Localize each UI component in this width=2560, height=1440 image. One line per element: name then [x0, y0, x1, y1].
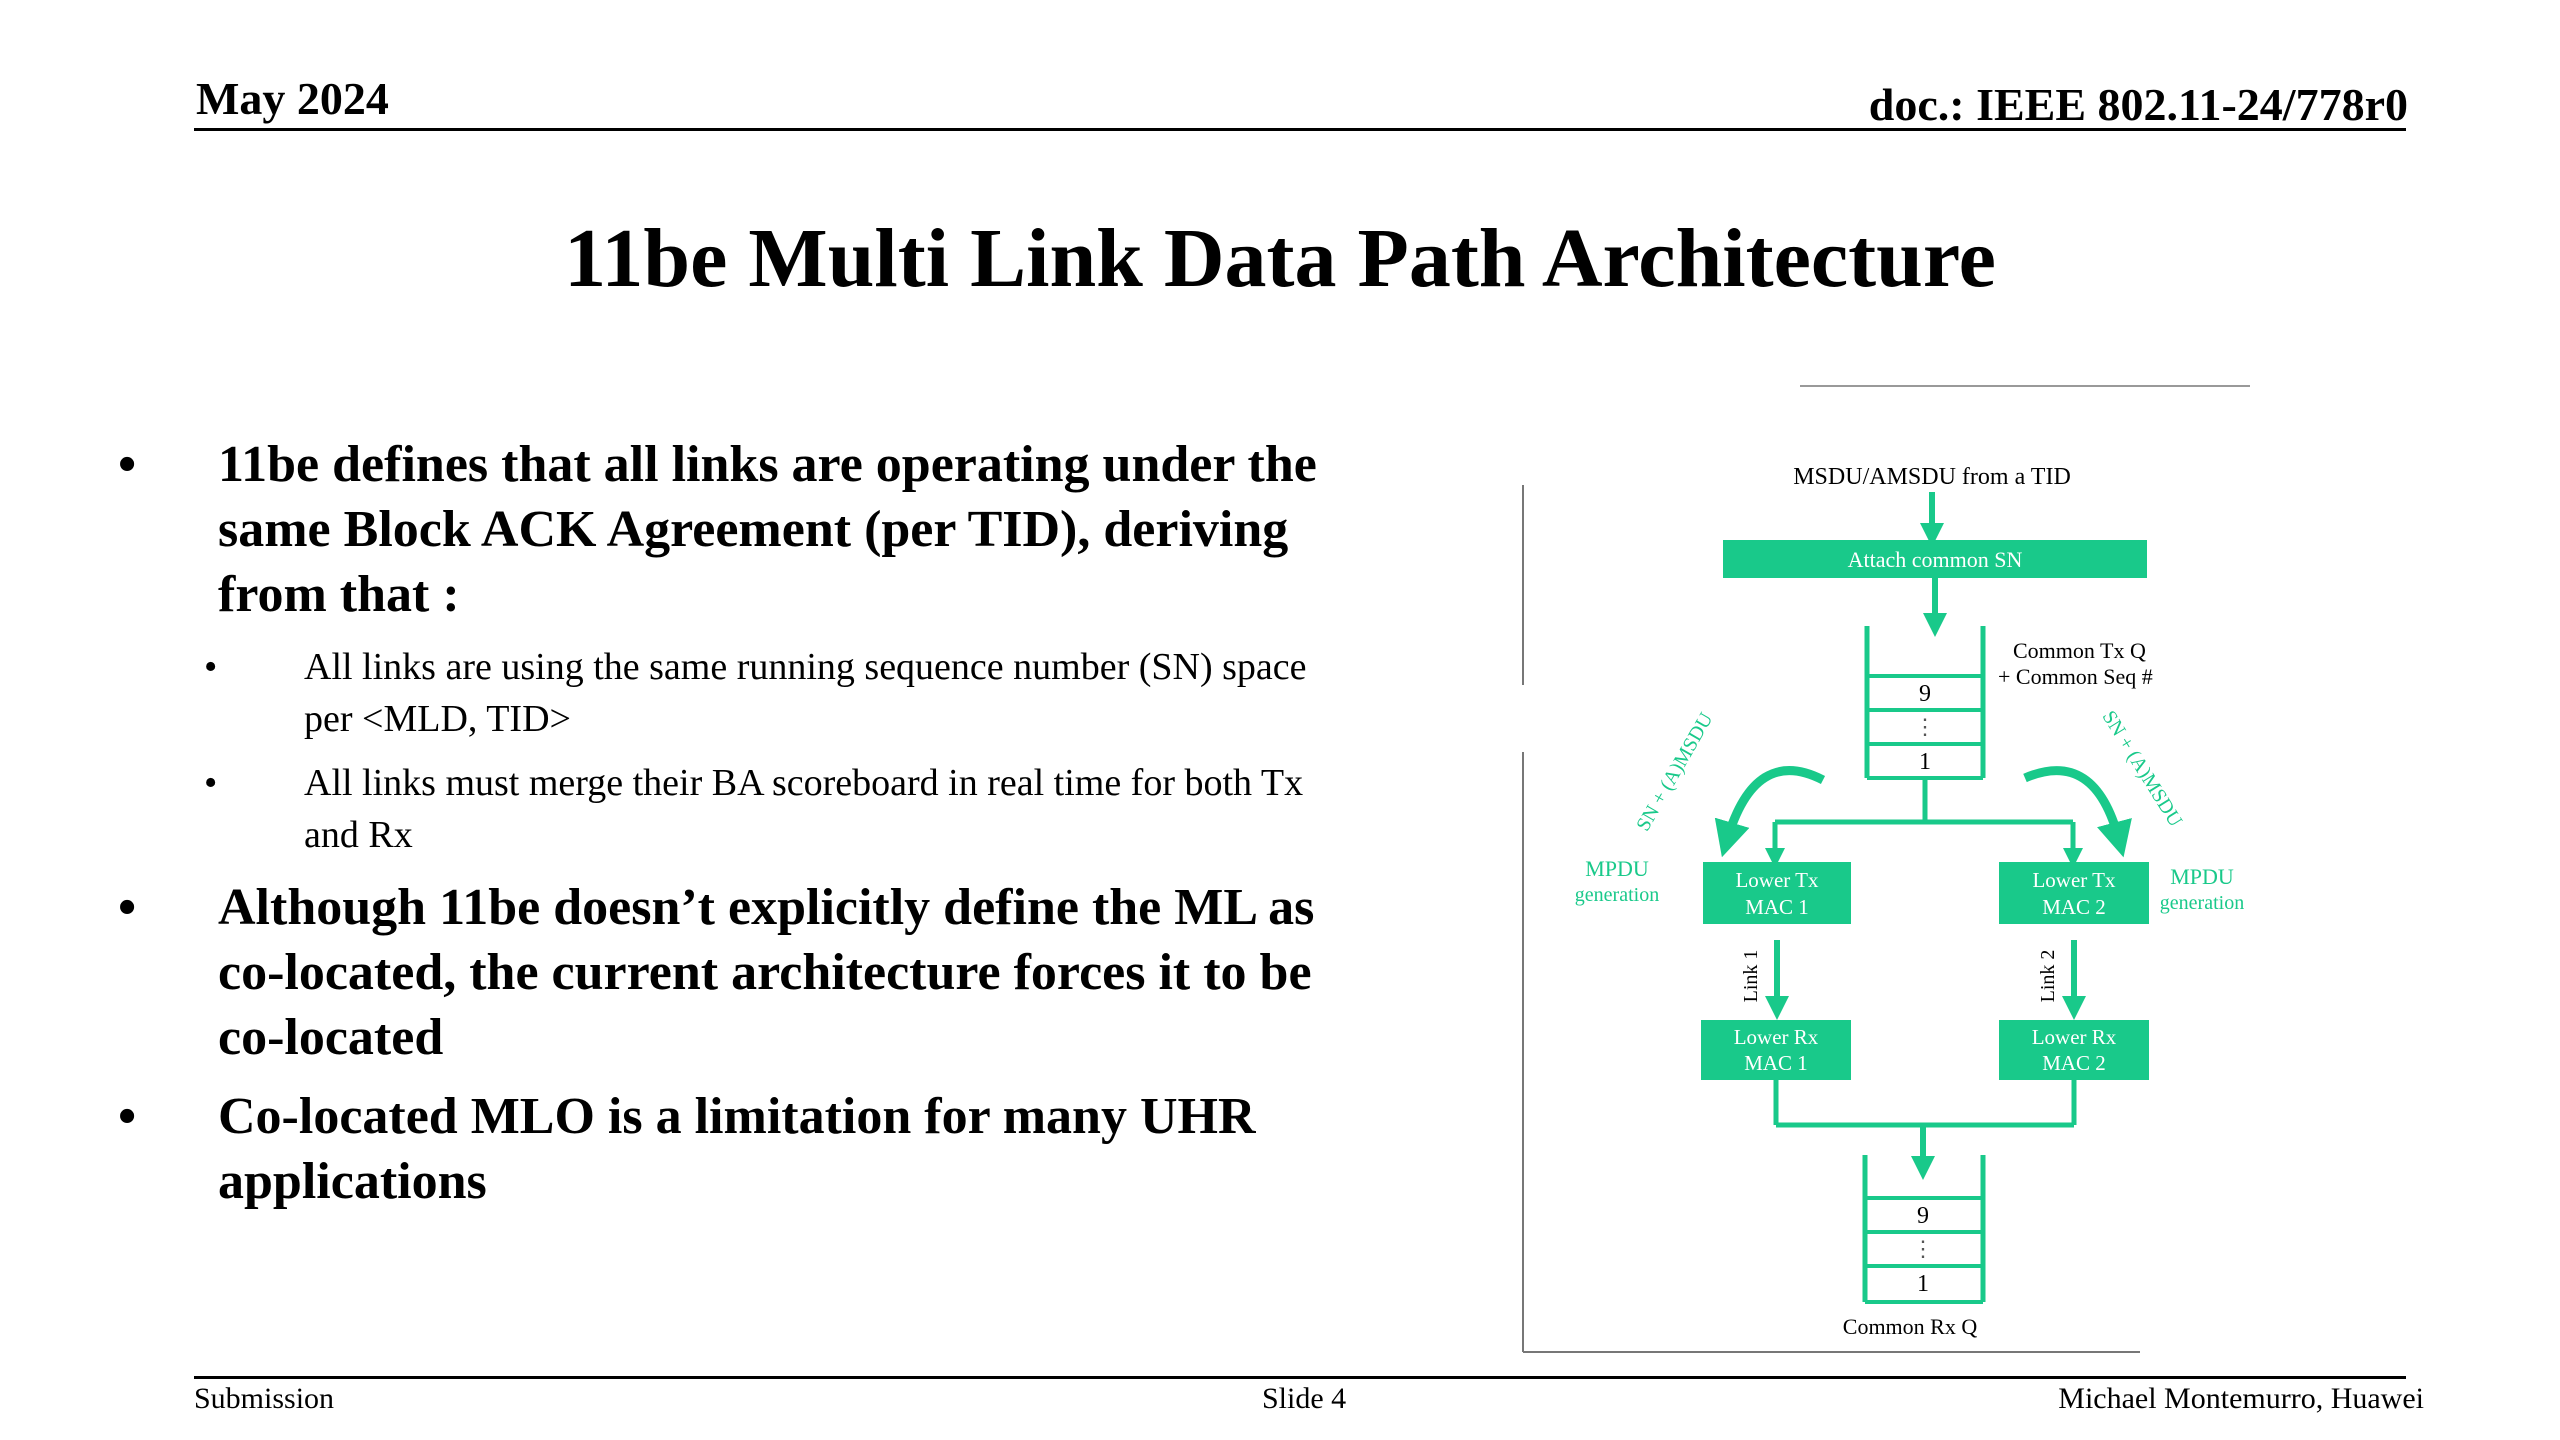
sub-bullet-item: • All links must merge their BA scoreboa…: [118, 757, 1358, 861]
lower-rx-mac-1-sublabel: MAC 1: [1744, 1051, 1808, 1075]
bullet-text: 11be defines that all links are operatin…: [218, 436, 1317, 623]
bullet-text: All links must merge their BA scoreboard…: [304, 762, 1304, 856]
tx-queue-bottom-value: 1: [1919, 749, 1931, 775]
lower-rx-mac-1-label: Lower Rx: [1734, 1025, 1819, 1049]
slide-title: 11be Multi Link Data Path Architecture: [564, 212, 1996, 305]
link-1-label: Link 1: [1740, 950, 1762, 1003]
footer-rule: [194, 1376, 2406, 1379]
lower-tx-mac-2-label: Lower Tx: [2032, 868, 2116, 892]
rx-queue: [1862, 1155, 1986, 1304]
lower-rx-mac-2-sublabel: MAC 2: [2042, 1051, 2106, 1075]
bullet-item: • Co-located MLO is a limitation for man…: [118, 1084, 1358, 1214]
tx-queue-seq-label: + Common Seq #: [1998, 664, 2153, 689]
rx-queue-top-value: 9: [1917, 1203, 1929, 1229]
header-rule: [194, 128, 2406, 131]
bullet-text: Co-located MLO is a limitation for many …: [218, 1088, 1256, 1210]
bullet-marker: •: [204, 646, 218, 688]
bullet-list: • 11be defines that all links are operat…: [118, 432, 1358, 1228]
data-path-diagram: MSDU/AMSDU from a TID Attach common SN 9…: [1505, 380, 2265, 1360]
bullet-marker: •: [204, 762, 218, 804]
bullet-marker: •: [118, 436, 137, 493]
footer-author: Michael Montemurro, Huawei: [2058, 1382, 2424, 1415]
tx-queue-dots: ⋮: [1914, 714, 1936, 739]
sub-bullet-list: • All links are using the same running s…: [118, 641, 1358, 861]
mpdu-right-label: MPDU: [2170, 864, 2234, 889]
bullet-item: • 11be defines that all links are operat…: [118, 432, 1358, 627]
footer-slide-number: Slide 4: [1262, 1382, 1347, 1415]
curved-arrow-left: [1714, 766, 1826, 858]
bullet-marker: •: [118, 1088, 137, 1145]
mpdu-left-label: MPDU: [1585, 856, 1649, 881]
bullet-item: • Although 11be doesn’t explicitly defin…: [118, 875, 1358, 1070]
link-2-label: Link 2: [2037, 950, 2059, 1003]
curved-arrow-right: [2023, 766, 2132, 858]
attach-sn-label: Attach common SN: [1848, 547, 2023, 572]
sub-bullet-item: • All links are using the same running s…: [118, 641, 1358, 745]
tx-queue-label: Common Tx Q: [2013, 638, 2146, 663]
lower-rx-mac-2-label: Lower Rx: [2032, 1025, 2117, 1049]
footer-submission: Submission: [194, 1382, 335, 1415]
lower-rx-mac-2: [1999, 1020, 2149, 1080]
mpdu-right-generation-label: generation: [2160, 892, 2244, 914]
lower-tx-mac-1-sublabel: MAC 1: [1745, 895, 1809, 919]
sn-amsdu-left-label: SN + (A)MSDU: [1632, 709, 1718, 835]
bullet-marker: •: [118, 879, 137, 936]
lower-rx-mac-1: [1701, 1020, 1851, 1080]
source-label: MSDU/AMSDU from a TID: [1793, 464, 2071, 490]
tx-queue-top-value: 9: [1919, 681, 1931, 707]
attach-sn-box: [1723, 540, 2147, 578]
mpdu-left-generation-label: generation: [1575, 884, 1659, 906]
header-doc-number: doc.: IEEE 802.11-24/778r0: [1868, 79, 2408, 130]
rx-queue-dots: ⋮: [1912, 1236, 1934, 1261]
bullet-text: Although 11be doesn’t explicitly define …: [218, 879, 1315, 1066]
diagram-svg: MSDU/AMSDU from a TID Attach common SN 9…: [1522, 385, 2250, 1353]
lower-tx-mac-2: [1999, 862, 2149, 924]
tx-queue: [1864, 626, 1986, 780]
rx-queue-label: Common Rx Q: [1843, 1314, 1978, 1339]
rx-queue-bottom-value: 1: [1917, 1271, 1929, 1297]
header-date: May 2024: [196, 73, 389, 124]
bullet-text: All links are using the same running seq…: [304, 646, 1307, 740]
lower-tx-mac-1-label: Lower Tx: [1735, 868, 1819, 892]
lower-tx-mac-1: [1703, 862, 1851, 924]
lower-tx-mac-2-sublabel: MAC 2: [2042, 895, 2106, 919]
